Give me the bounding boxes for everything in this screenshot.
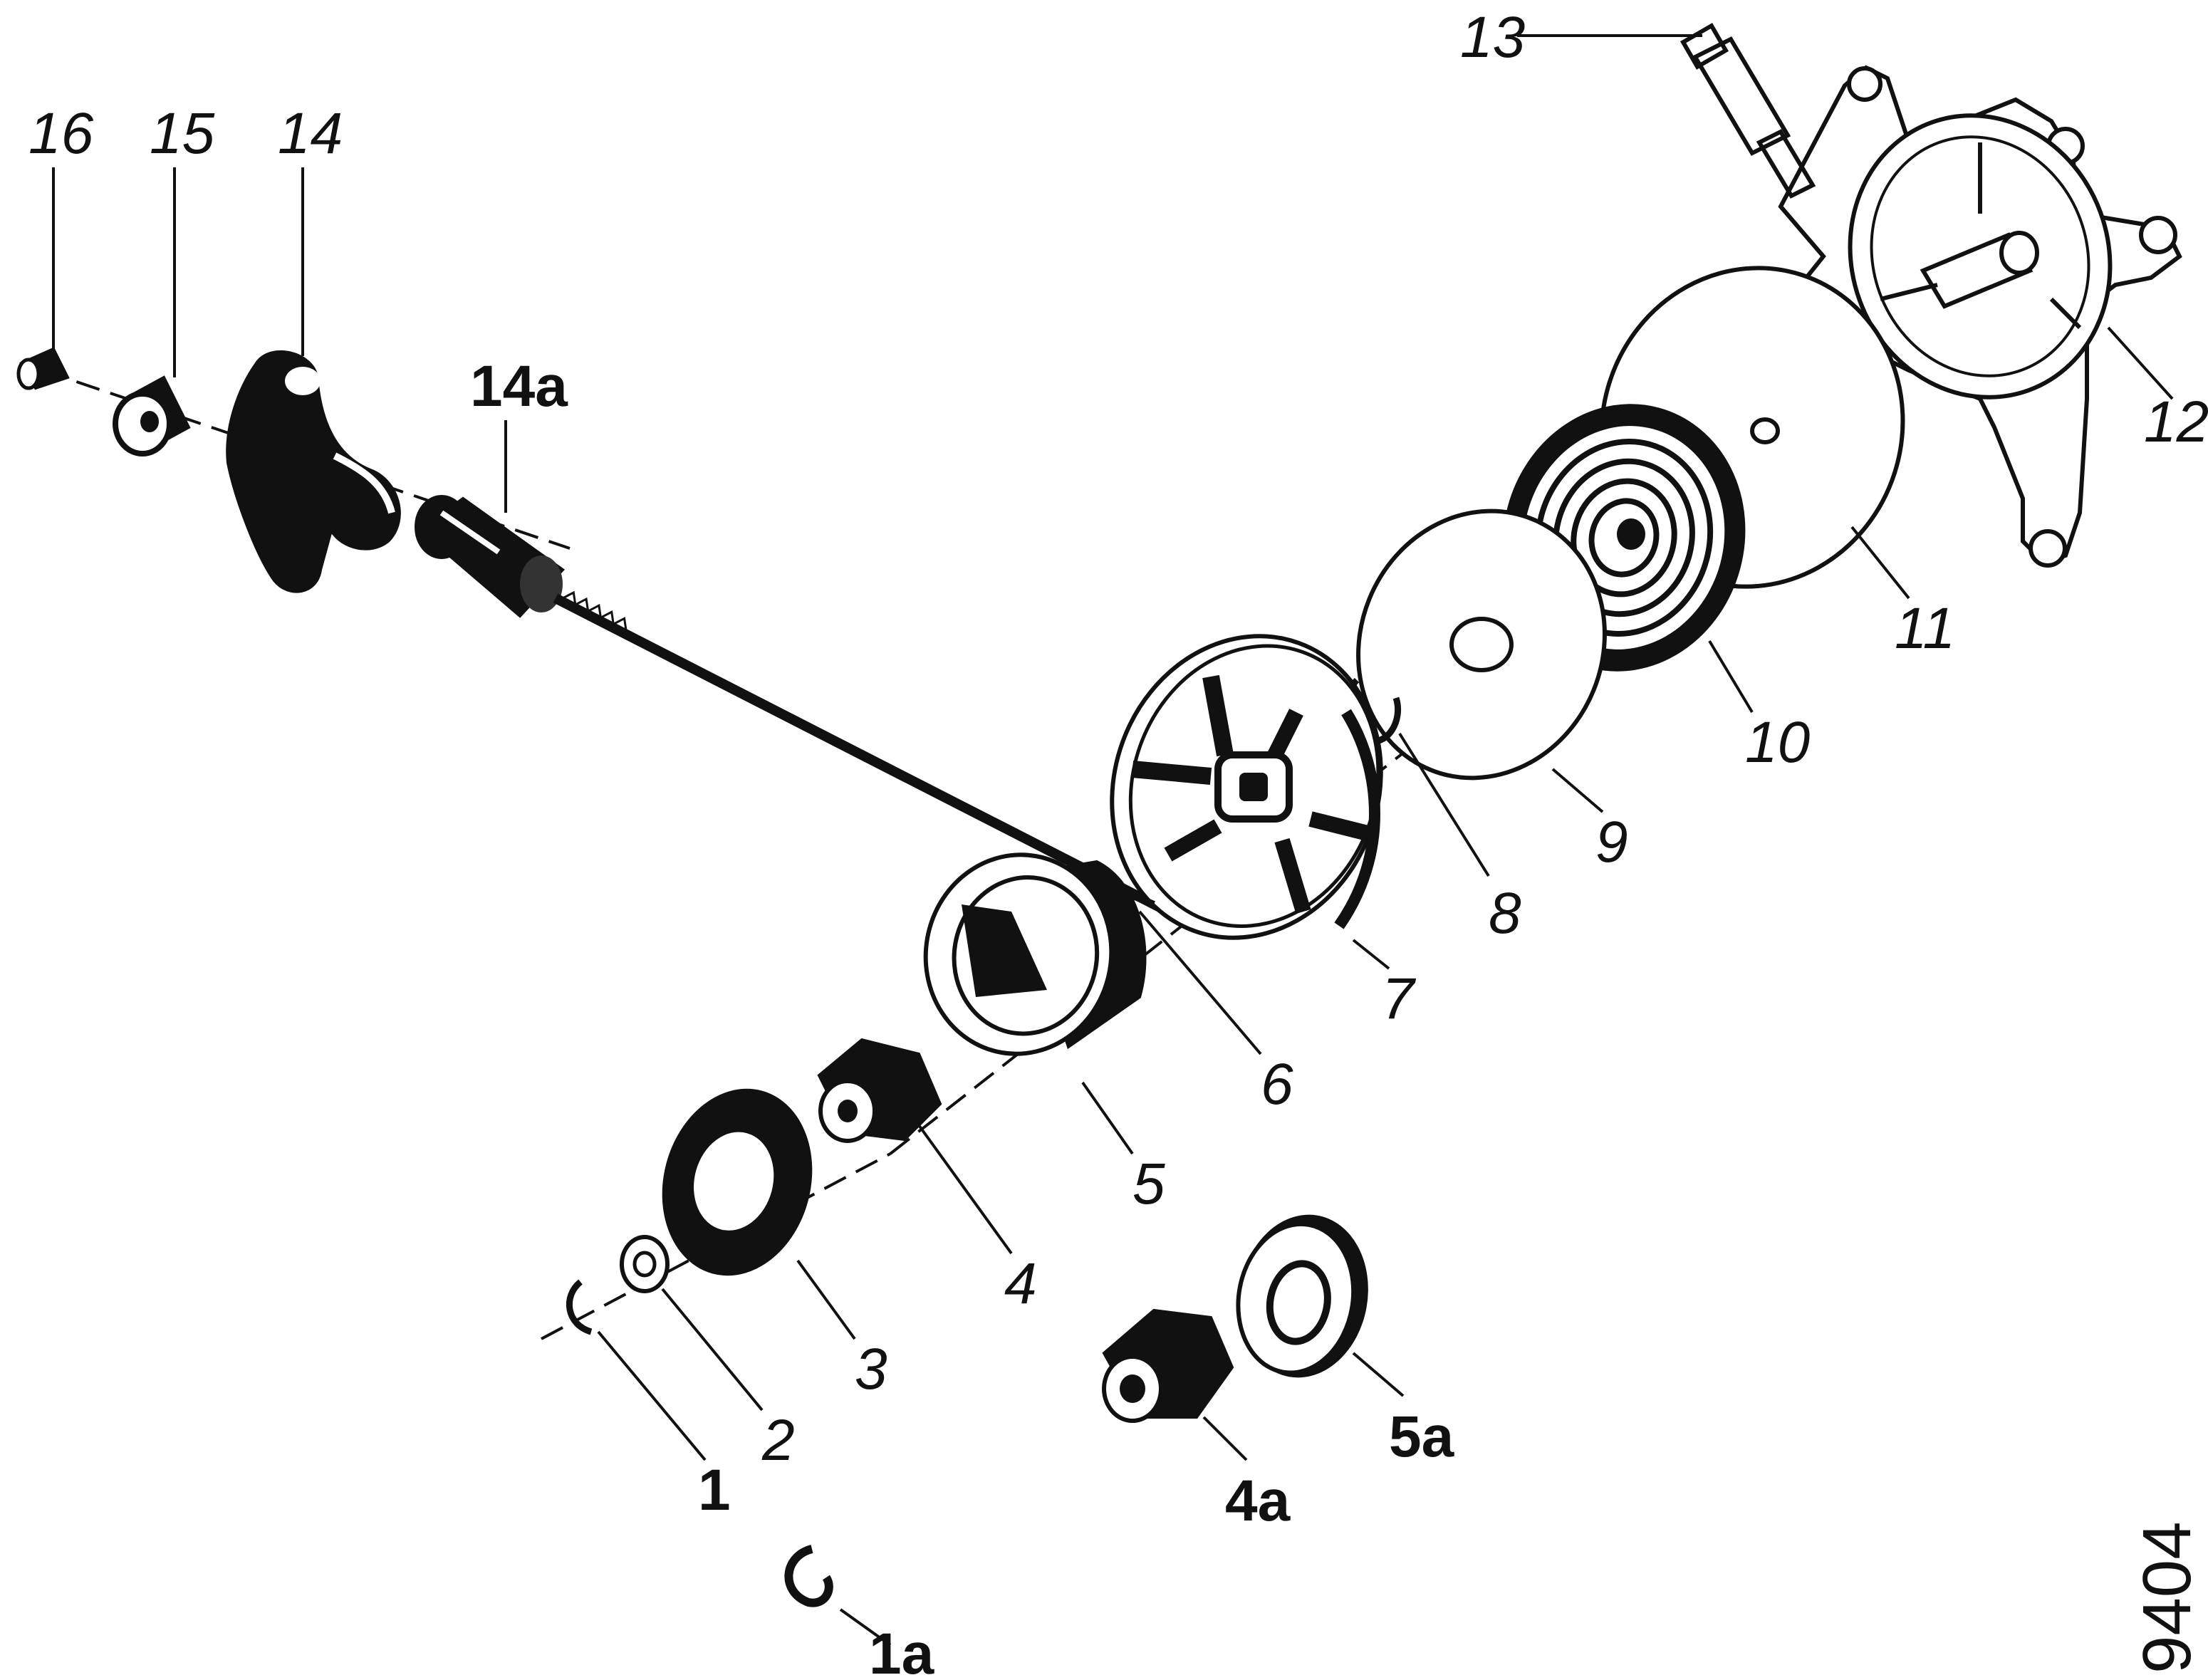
part-14a-sleeve bbox=[415, 495, 566, 618]
label-2: 2 bbox=[761, 1408, 795, 1473]
starter-rope bbox=[553, 590, 1171, 917]
leader-lines bbox=[52, 34, 2174, 1647]
label-3: 3 bbox=[855, 1337, 887, 1402]
part-2-washer bbox=[620, 1235, 670, 1293]
label-13: 13 bbox=[1460, 5, 1525, 70]
label-4a: 4a bbox=[1225, 1468, 1291, 1533]
part-12-starter-housing bbox=[1762, 65, 2182, 568]
part-9-spring-cover bbox=[1356, 508, 1607, 781]
part-4a-drive-dog bbox=[1102, 1308, 1234, 1423]
label-9: 9 bbox=[1595, 810, 1628, 875]
label-1: 1 bbox=[698, 1458, 731, 1523]
label-12: 12 bbox=[2144, 390, 2208, 454]
label-14a: 14a bbox=[470, 354, 568, 419]
part-14-starter-handle bbox=[226, 350, 401, 593]
part-1-circlip bbox=[566, 1279, 593, 1335]
part-15-nut bbox=[113, 375, 191, 456]
label-11: 11 bbox=[1895, 596, 1955, 661]
label-15: 15 bbox=[150, 101, 215, 166]
part-7-rope-pulley bbox=[1110, 634, 1383, 940]
label-16: 16 bbox=[28, 101, 94, 166]
label-6: 6 bbox=[1261, 1052, 1293, 1117]
part-13-pin bbox=[1680, 23, 1816, 199]
label-4: 4 bbox=[1004, 1251, 1037, 1316]
figure-number: 9404 bbox=[2129, 1521, 2205, 1674]
part-labels: 16 15 14 14a 13 12 11 10 9 8 7 6 5 4 3 2… bbox=[28, 5, 2208, 1680]
part-3-friction-washer bbox=[662, 1088, 813, 1276]
part-5a-bearing bbox=[1236, 1214, 1368, 1378]
label-5: 5 bbox=[1132, 1152, 1165, 1216]
label-8: 8 bbox=[1489, 881, 1521, 946]
label-5a: 5a bbox=[1389, 1404, 1455, 1469]
part-5-bearing-cup bbox=[923, 852, 1147, 1056]
label-10: 10 bbox=[1745, 710, 1810, 775]
label-7: 7 bbox=[1382, 966, 1417, 1031]
part-4-drive-dog bbox=[817, 1038, 942, 1143]
part-1a-circlip bbox=[784, 1545, 833, 1607]
part-16-cap bbox=[16, 347, 70, 390]
label-1a: 1a bbox=[869, 1622, 935, 1680]
label-14: 14 bbox=[278, 101, 343, 166]
